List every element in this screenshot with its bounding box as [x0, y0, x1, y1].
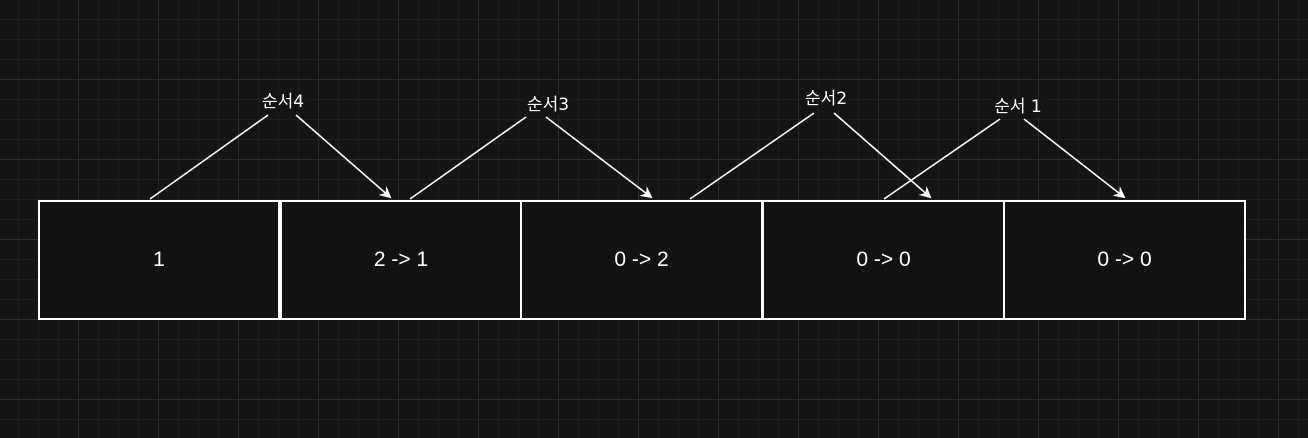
step-2-arrow	[833, 112, 932, 199]
step-label: 순서3	[524, 95, 572, 115]
array-cell: 2 -> 1	[280, 200, 522, 320]
step-1-source-line	[883, 118, 1001, 200]
step-3-source-line	[409, 116, 527, 200]
array-cell: 1	[38, 200, 280, 320]
array-cell: 0 -> 0	[762, 200, 1005, 320]
step-4-arrow	[295, 114, 392, 199]
step-4-source-line	[149, 114, 269, 200]
array-cell: 0 -> 0	[1003, 200, 1246, 320]
step-label: 순서2	[802, 89, 850, 109]
step-1-arrow	[1023, 118, 1126, 199]
step-3-arrow	[545, 116, 653, 199]
step-label: 순서 1	[992, 97, 1044, 117]
step-label: 순서4	[259, 92, 307, 112]
array-cell: 0 -> 2	[520, 200, 763, 320]
step-2-source-line	[689, 112, 815, 200]
